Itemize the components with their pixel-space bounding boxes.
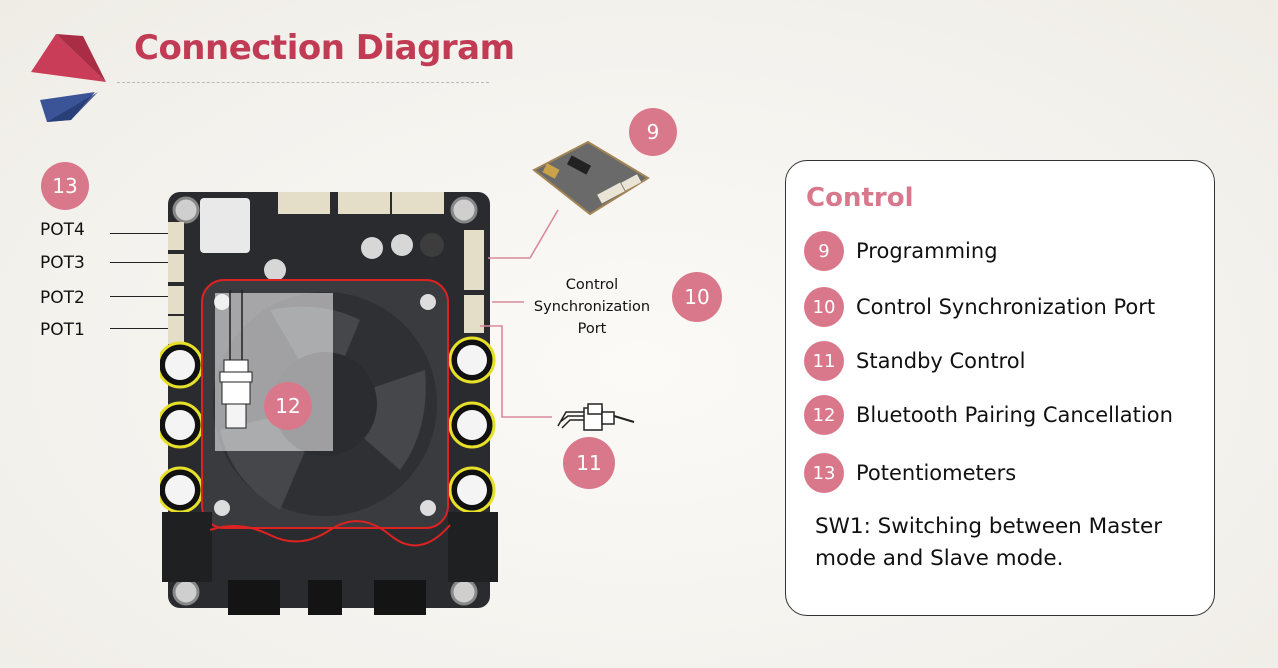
sync-port-label-line: Port [577,321,607,337]
legend-label: Programming [856,239,998,263]
legend-label: Control Synchronization Port [856,295,1156,319]
push-button-icon [219,290,253,429]
callout-lines [480,209,559,418]
toggle-switch-icon [557,403,635,431]
legend-label: Standby Control [856,349,1026,373]
legend-item: 13 Potentiometers [804,453,1016,493]
pot-leader-line [110,233,168,234]
legend-item: 10 Control Synchronization Port [804,287,1155,327]
legend-number-badge: 10 [804,287,844,327]
badge-10: 10 [672,272,722,322]
badge-12: 12 [264,382,312,430]
pot-label: POT4 [40,220,85,240]
sync-port-label: Control Synchronization Port [522,274,662,340]
pot-leader-line [110,296,168,297]
legend-item: 11 Standby Control [804,341,1025,381]
badge-9: 9 [629,108,677,156]
legend-number-badge: 11 [804,341,844,381]
legend-label: Potentiometers [856,461,1017,485]
sync-port-label-line: Synchronization [533,299,651,315]
badge-11: 11 [563,437,615,489]
pot-label: POT3 [40,253,85,273]
sync-port-label-line: Control [565,277,619,293]
legend-number-badge: 12 [804,395,844,435]
legend-number-badge: 13 [804,453,844,493]
programming-module-image [532,140,650,216]
sw1-note: SW1: Switching between Master mode and S… [815,514,1163,571]
amplifier-board-image [160,192,498,615]
panel-title: Control [806,183,914,213]
pot-leader-line [110,262,168,263]
badge-13: 13 [41,162,89,210]
legend-item: 12 Bluetooth Pairing Cancellation [804,395,1173,435]
pot-label: POT1 [40,320,85,340]
pot-leader-line [110,328,168,329]
legend-item: 9 Programming [804,231,998,271]
control-legend-panel: Control 9 Programming 10 Control Synchro… [785,160,1215,616]
brand-logo [31,34,106,122]
pot-label: POT2 [40,288,85,308]
legend-number-badge: 9 [804,231,844,271]
title-divider [117,82,489,83]
page-title: Connection Diagram [134,28,515,68]
legend-label: Bluetooth Pairing Cancellation [856,403,1173,427]
